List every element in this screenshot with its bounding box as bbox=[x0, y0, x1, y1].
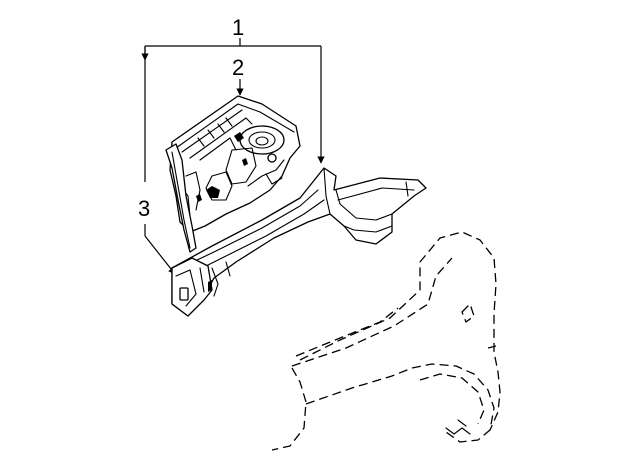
leader-3 bbox=[144, 224, 176, 275]
callout-2-label: 2 bbox=[232, 55, 244, 80]
callout-3-label: 3 bbox=[138, 196, 150, 221]
apron-panel-part bbox=[169, 95, 301, 233]
leader-1 bbox=[141, 38, 325, 182]
fender-reference-part bbox=[271, 231, 501, 451]
frame-rail-part bbox=[171, 167, 427, 317]
callout-1-label: 1 bbox=[232, 15, 244, 40]
side-pillar-part bbox=[165, 143, 197, 253]
